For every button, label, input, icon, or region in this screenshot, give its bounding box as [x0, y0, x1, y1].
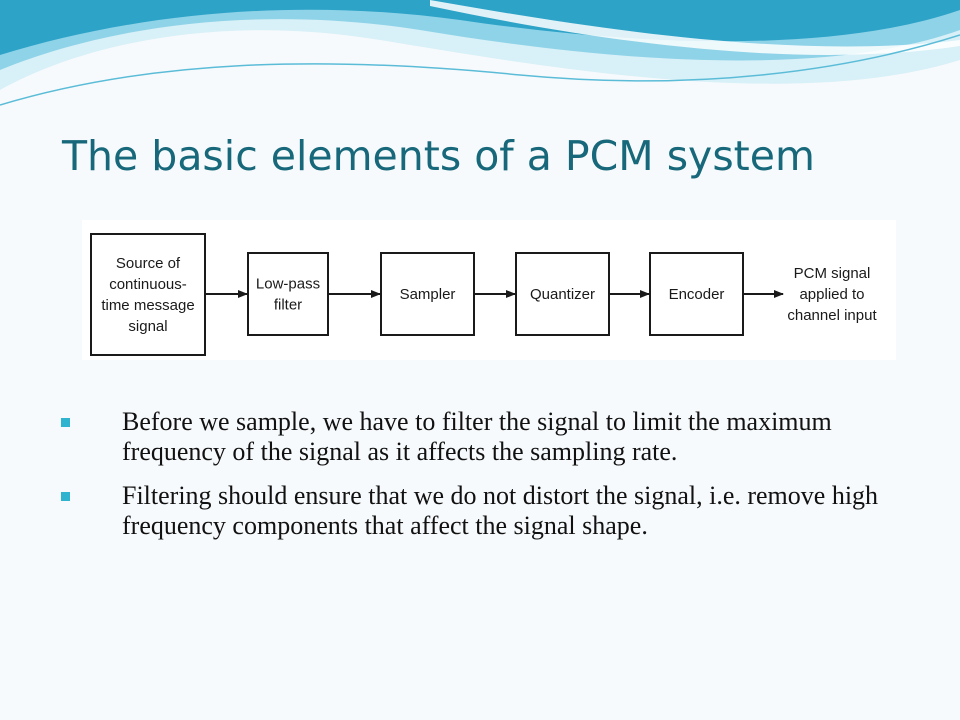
source-block-label: Source of — [116, 255, 181, 272]
header-wave-decoration — [0, 0, 960, 106]
block-low-pass-filter-label: Low-pass — [256, 276, 320, 293]
block-encoder-label: Encoder — [669, 286, 725, 303]
pcm-diagram-svg: Source of continuous-time message signal Lo… — [90, 233, 877, 356]
output-label: PCM signal — [794, 265, 871, 282]
block-encoder — [649, 252, 744, 336]
block-low-pass-filter — [247, 252, 329, 336]
bullet-text: Filtering should ensure that we do not d… — [122, 481, 879, 540]
source-block-label: time message — [101, 297, 194, 314]
pcm-block-diagram: Source of continuous-time message signal Lo… — [82, 220, 896, 360]
square-bullet-icon — [61, 418, 70, 427]
block-sampler — [380, 252, 475, 336]
source-block-label: signal — [128, 318, 167, 335]
square-bullet-icon — [61, 492, 70, 501]
bullet-text: Before we sample, we have to filter the … — [122, 407, 832, 466]
bullet-item: Before we sample, we have to filter the … — [58, 407, 918, 467]
source-block-label: continuous- — [109, 276, 187, 293]
bullet-item: Filtering should ensure that we do not d… — [58, 481, 918, 541]
block-low-pass-filter-label: filter — [274, 297, 302, 314]
slide-title: The basic elements of a PCM system — [62, 132, 815, 180]
source-block — [90, 233, 206, 356]
wave-dark-band — [0, 0, 960, 55]
bullet-list: Before we sample, we have to filter the … — [58, 407, 918, 555]
block-quantizer-label: Quantizer — [530, 286, 595, 303]
wave-line — [0, 34, 960, 106]
output-label: channel input — [787, 307, 877, 324]
output-label: applied to — [799, 286, 864, 303]
block-sampler-label: Sampler — [400, 286, 456, 303]
